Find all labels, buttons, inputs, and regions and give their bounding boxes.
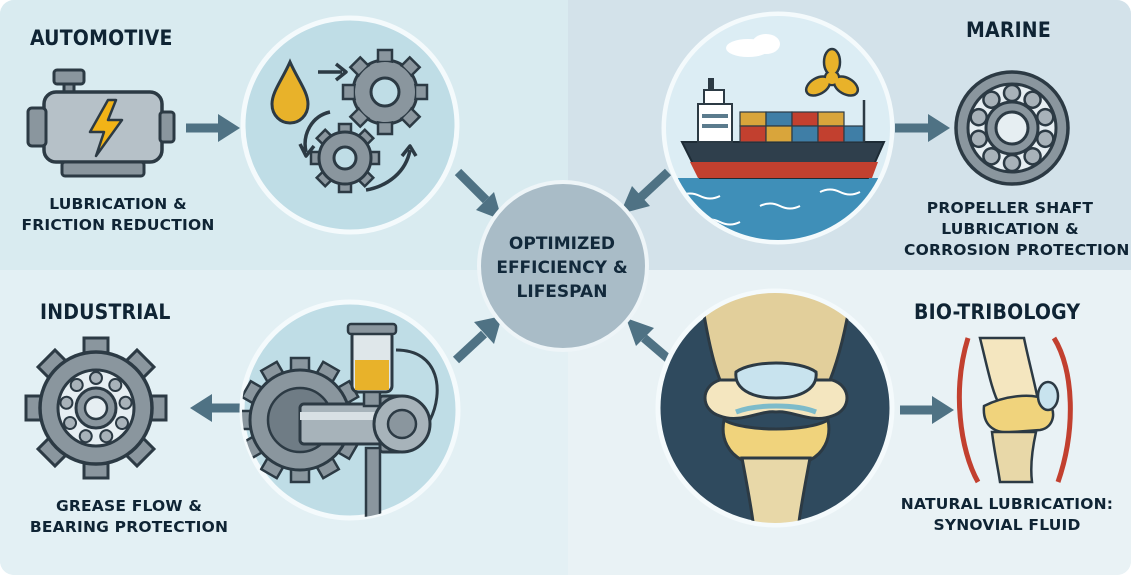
- bio-tribology-caption: NATURAL LUBRICATION: SYNOVIAL FLUID: [898, 494, 1116, 536]
- marine-caption-line3: CORROSION PROTECTION: [904, 241, 1130, 259]
- arrow-industrial-to-bearing: [190, 394, 244, 422]
- knee-icon: [956, 336, 1073, 484]
- center-label-line3: LIFESPAN: [516, 282, 608, 302]
- arrow-knee-to-center: [626, 318, 675, 366]
- arrow-engine-to-gears: [186, 114, 240, 142]
- arrow-ship-to-center: [620, 168, 672, 214]
- oil-drop-icon: [270, 58, 310, 125]
- bio-tribology-caption-line2: SYNOVIAL FLUID: [933, 516, 1081, 534]
- automotive-caption-line1: LUBRICATION &: [49, 195, 187, 213]
- automotive-caption: LUBRICATION & FRICTION REDUCTION: [18, 194, 218, 236]
- automotive-caption-line2: FRICTION REDUCTION: [21, 216, 215, 234]
- ship-icon: [680, 78, 886, 179]
- marine-caption-line1: PROPELLER SHAFT: [926, 199, 1094, 217]
- center-label: OPTIMIZED EFFICIENCY & LIFESPAN: [480, 232, 644, 304]
- sea-water: [666, 178, 890, 240]
- gear-large-icon: [341, 48, 429, 136]
- ball-bearing-icon: [954, 70, 1070, 186]
- small-arrow-icon: [318, 62, 348, 82]
- arrow-knee-to-joint: [900, 396, 954, 424]
- propeller-icon: [804, 47, 860, 97]
- arrow-industrial-to-center: [452, 316, 502, 364]
- knee-joint-icon: [698, 293, 854, 523]
- center-label-line1: OPTIMIZED: [508, 234, 616, 254]
- industrial-caption-line2: BEARING PROTECTION: [29, 518, 229, 536]
- cycle-arrows-icon: [298, 110, 418, 192]
- engine-icon: [26, 68, 176, 178]
- bio-tribology-caption-line1: NATURAL LUBRICATION:: [900, 495, 1114, 513]
- gear-bearing-icon: [24, 336, 168, 480]
- marine-caption-line2: LUBRICATION &: [941, 220, 1079, 238]
- center-circle: [477, 180, 649, 352]
- gear-small-icon: [309, 122, 381, 194]
- marine-title: MARINE: [966, 18, 1051, 42]
- automotive-title: AUTOMOTIVE: [30, 26, 173, 50]
- bio-tribology-title: BIO-TRIBOLOGY: [914, 300, 1081, 324]
- industrial-caption: GREASE FLOW & BEARING PROTECTION: [24, 496, 234, 538]
- grease-machine-icon: [242, 322, 439, 518]
- flow-arrows: [186, 114, 954, 424]
- arrow-gears-to-center: [454, 168, 502, 220]
- industrial-title: INDUSTRIAL: [40, 300, 171, 324]
- industrial-caption-line1: GREASE FLOW &: [55, 497, 203, 515]
- center-label-line2: EFFICIENCY &: [496, 258, 628, 278]
- arrow-ship-to-bearing: [895, 114, 950, 142]
- marine-caption: PROPELLER SHAFT LUBRICATION & CORROSION …: [904, 198, 1130, 261]
- cloud-icon: [726, 34, 780, 57]
